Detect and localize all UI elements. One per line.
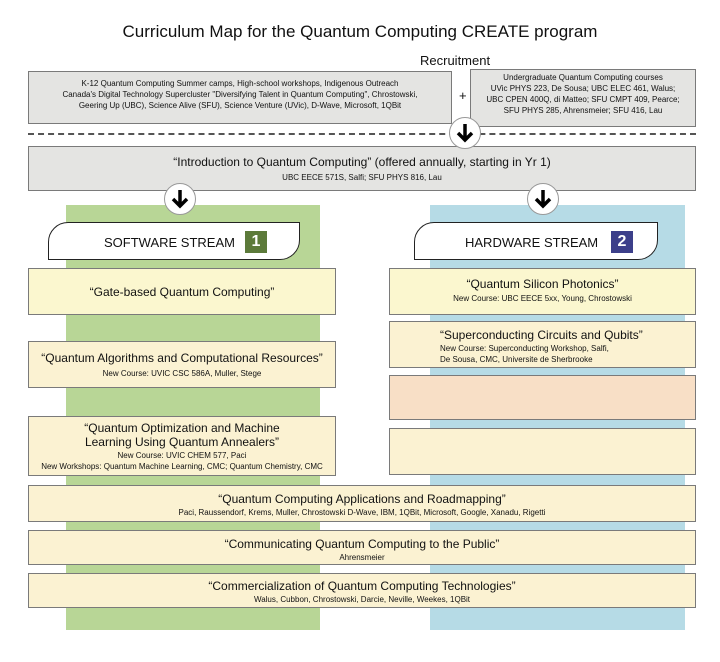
recruitment-outreach-box: K-12 Quantum Computing Summer camps, Hig… (28, 71, 452, 124)
course-detail: New Course: UVIC CSC 586A, Muller, Stege (102, 369, 262, 378)
course-detail: Walus, Cubbon, Chrostowski, Darcie, Nevi… (253, 595, 471, 604)
course-title-line2: Learning Using Quantum Annealers” (84, 435, 280, 449)
course-title: “Quantum Algorithms and Computational Re… (41, 351, 323, 365)
course-title: “Quantum Computing Applications and Road… (218, 492, 506, 506)
course-title: “Superconducting Circuits and Qubits” (440, 328, 643, 342)
course-box-commercialization: “Commercialization of Quantum Computing … (28, 573, 696, 608)
plus-sign: + (459, 88, 467, 103)
software-stream-header: SOFTWARE STREAM 1 (48, 222, 300, 260)
software-stream-badge: 1 (245, 231, 267, 253)
undergrad-line: Undergraduate Quantum Computing courses (503, 73, 663, 82)
course-box-algorithms: “Quantum Algorithms and Computational Re… (28, 341, 336, 388)
arrow-down-icon (164, 183, 196, 215)
course-detail: Paci, Raussendorf, Krems, Muller, Chrost… (178, 508, 546, 517)
course-box-empty (389, 428, 696, 475)
course-title: “Gate-based Quantum Computing” (89, 285, 275, 299)
arrow-down-icon (449, 117, 481, 149)
page-title: Curriculum Map for the Quantum Computing… (122, 22, 598, 41)
course-title: “Commercialization of Quantum Computing … (208, 579, 516, 593)
course-title: “Quantum Silicon Photonics” (466, 277, 619, 291)
undergrad-line: UBC CPEN 400Q, di Matteo; SFU CMPT 409, … (486, 95, 680, 104)
course-box-superconducting: “Superconducting Circuits and Qubits” Ne… (389, 321, 696, 368)
outreach-line: K-12 Quantum Computing Summer camps, Hig… (81, 79, 399, 88)
undergrad-line: SFU PHYS 285, Ahrensmeier; SFU 416, Lau (503, 106, 663, 115)
recruitment-label: Recruitment (420, 53, 491, 68)
course-detail: New Workshops: Quantum Machine Learning,… (41, 462, 323, 471)
course-box-applications: “Quantum Computing Applications and Road… (28, 485, 696, 522)
course-box-optimization: “Quantum Optimization and Machine Learni… (28, 416, 336, 476)
course-box-gate-based: “Gate-based Quantum Computing” (28, 268, 336, 315)
intro-sub: UBC EECE 571S, Salfi; SFU PHYS 816, Lau (282, 173, 442, 182)
course-detail: New Course: UVIC CHEM 577, Paci (117, 451, 247, 460)
course-detail: De Sousa, CMC, Universite de Sherbrooke (440, 355, 593, 364)
course-detail: New Course: UBC EECE 5xx, Young, Chrosto… (453, 294, 632, 303)
intro-course-box: “Introduction to Quantum Computing” (off… (28, 146, 696, 191)
outreach-line: Geering Up (UBC), Science Alive (SFU), S… (78, 101, 402, 110)
course-box-silicon-photonics: “Quantum Silicon Photonics” New Course: … (389, 268, 696, 315)
course-detail: Ahrensmeier (339, 553, 385, 562)
hardware-stream-badge: 2 (611, 231, 633, 253)
course-title: “Quantum Optimization and Machine (84, 421, 280, 435)
course-box-empty (389, 375, 696, 420)
course-box-communicating: “Communicating Quantum Computing to the … (28, 530, 696, 565)
course-detail: New Course: Superconducting Workshop, Sa… (440, 344, 609, 353)
hardware-stream-label: HARDWARE STREAM (465, 235, 599, 250)
intro-title: “Introduction to Quantum Computing” (off… (173, 155, 551, 169)
course-title: “Communicating Quantum Computing to the … (224, 537, 500, 551)
software-stream-label: SOFTWARE STREAM (104, 235, 235, 250)
undergrad-line: UVic PHYS 223, De Sousa; UBC ELEC 461, W… (490, 84, 676, 93)
hardware-stream-header: HARDWARE STREAM 2 (414, 222, 658, 260)
recruitment-courses-box: Undergraduate Quantum Computing courses … (470, 69, 696, 127)
dashed-divider (28, 133, 696, 135)
arrow-down-icon (527, 183, 559, 215)
outreach-line: Canada's Digital Technology Supercluster… (62, 90, 418, 99)
